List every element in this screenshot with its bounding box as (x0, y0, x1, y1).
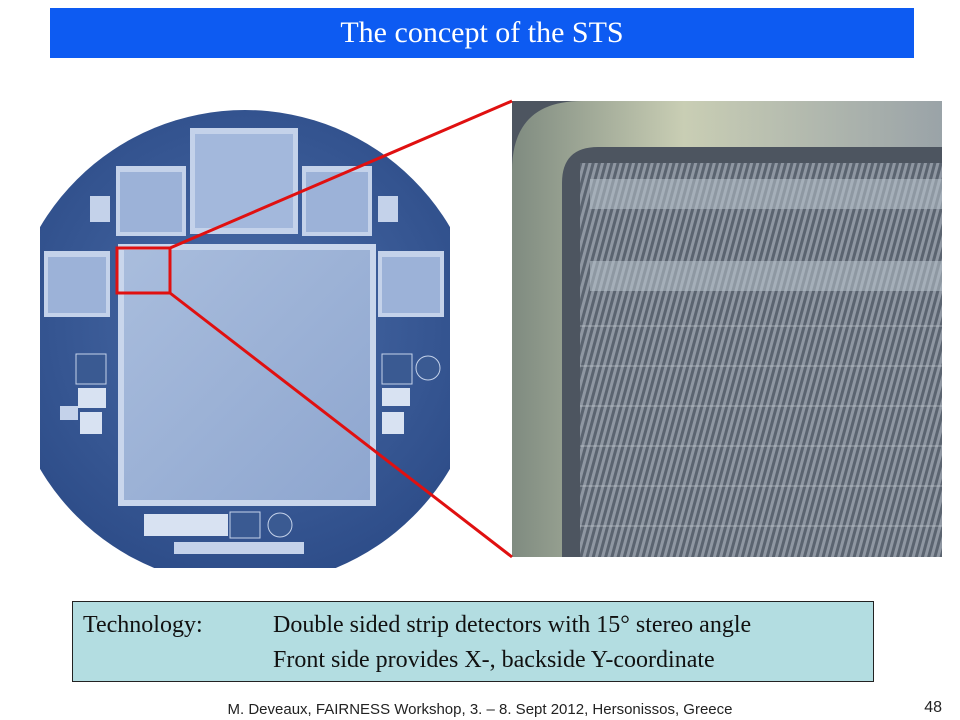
sensor-corner-zoom (512, 101, 942, 557)
zoom-image (512, 101, 942, 557)
technology-line-2: Front side provides X-, backside Y-coord… (273, 647, 715, 673)
slide-title: The concept of the STS (340, 16, 624, 49)
wafer-image (40, 110, 450, 568)
slide-title-bar: The concept of the STS (50, 8, 914, 58)
main-sensor (124, 250, 370, 500)
slide-footer: M. Deveaux, FAIRNESS Workshop, 3. – 8. S… (227, 701, 733, 718)
guard-rings (512, 101, 942, 557)
technology-info-box: Technology: Double sided strip detectors… (72, 601, 874, 682)
page-number: 48 (924, 699, 942, 716)
technology-line-1: Double sided strip detectors with 15° st… (273, 612, 752, 638)
wafer-photo (40, 86, 450, 568)
technology-label: Technology: (83, 612, 203, 638)
zoom-region-marker (115, 246, 172, 295)
strip-array (580, 163, 942, 557)
